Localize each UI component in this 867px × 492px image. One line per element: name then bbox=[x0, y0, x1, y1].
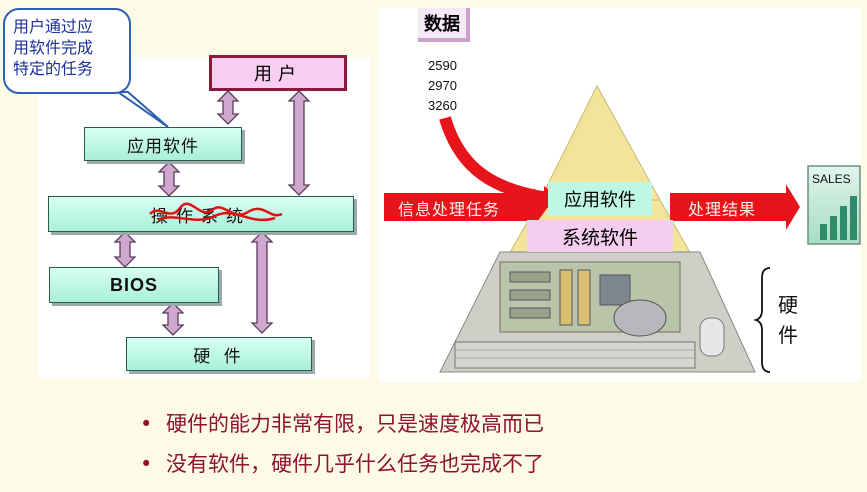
bullet-text-2: 没有软件，硬件几乎什么任务也完成不了 bbox=[166, 452, 544, 476]
data-value-3: 3260 bbox=[428, 98, 457, 113]
input-arrow-label: 信息处理任务 bbox=[398, 200, 501, 219]
data-label: 数据 bbox=[418, 8, 470, 42]
callout-bubble: 用户通过应 用软件完成 特定的任务 bbox=[3, 8, 131, 94]
output-arrow-label: 处理结果 bbox=[688, 200, 757, 219]
hardware-label-1: 硬 bbox=[778, 293, 798, 317]
callout-line-2: 用软件完成 bbox=[13, 38, 94, 57]
sales-label: SALES bbox=[812, 172, 851, 186]
system-software-layer: 系统软件 bbox=[527, 220, 673, 252]
keyboard bbox=[454, 341, 696, 369]
data-value-2: 2970 bbox=[428, 78, 457, 93]
user-box: 用户 bbox=[209, 55, 347, 91]
hardware-box: 硬 件 bbox=[126, 337, 312, 371]
mouse bbox=[699, 317, 725, 357]
data-input-arrow bbox=[439, 116, 549, 204]
bullet-dot-icon: • bbox=[140, 452, 153, 476]
app-software-box: 应用软件 bbox=[84, 127, 242, 161]
bullet-text-1: 硬件的能力非常有限，只是速度极高而已 bbox=[166, 412, 544, 436]
hardware-label: 硬 件 bbox=[778, 290, 798, 350]
data-values: 2590 2970 3260 bbox=[428, 56, 457, 116]
output-arrow-band bbox=[670, 193, 788, 221]
app-software-layer: 应用软件 bbox=[548, 182, 652, 216]
bios-box: BIOS bbox=[49, 267, 219, 303]
bullet-list: • 硬件的能力非常有限，只是速度极高而已 • 没有软件，硬件几乎什么任务也完成不了 bbox=[140, 404, 544, 484]
callout-line-1: 用户通过应 bbox=[13, 17, 94, 36]
bullet-dot-icon: • bbox=[140, 412, 153, 436]
hardware-label-2: 件 bbox=[778, 323, 798, 347]
disk-drive bbox=[613, 299, 667, 337]
callout-line-3: 特定的任务 bbox=[13, 59, 94, 78]
data-value-1: 2590 bbox=[428, 58, 457, 73]
hardware-bracket bbox=[753, 267, 771, 373]
bullet-item-1: • 硬件的能力非常有限，只是速度极高而已 bbox=[140, 404, 544, 444]
bullet-item-2: • 没有软件，硬件几乎什么任务也完成不了 bbox=[140, 444, 544, 484]
input-arrow-band bbox=[384, 193, 534, 221]
